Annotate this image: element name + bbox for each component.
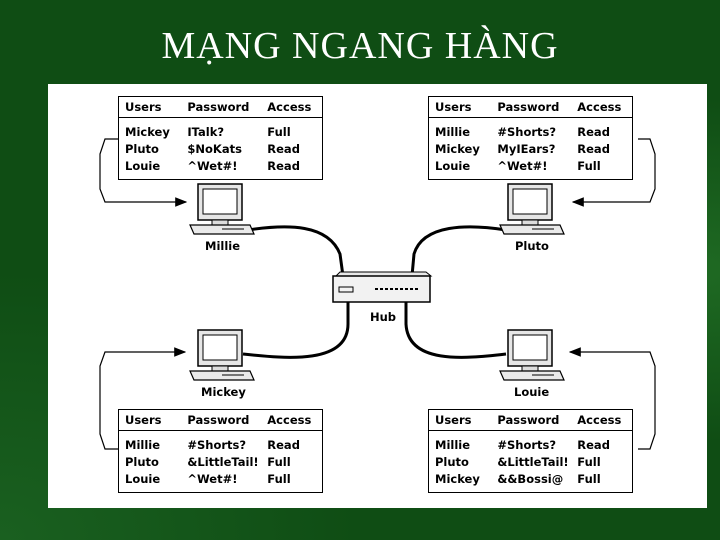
acl-cell-access: Full (577, 455, 601, 469)
acl-cell-user: Louie (435, 159, 471, 173)
acl-cell-user: Millie (435, 125, 471, 139)
acl-cell-password: &LittleTail! (187, 455, 259, 469)
acl-cell-access: Full (267, 455, 291, 469)
acl-header-access: Access (267, 100, 312, 114)
acl-cell-password: $NoKats (187, 142, 242, 156)
acl-cell-user: Mickey (435, 472, 480, 486)
acl-header-users: Users (125, 413, 162, 427)
acl-cell-password: &LittleTail! (497, 455, 569, 469)
acl-header-users: Users (435, 100, 472, 114)
computer-label-mickey: Mickey (201, 385, 246, 399)
acl-cell-password: #Shorts? (497, 125, 557, 139)
computer-label-louie: Louie (514, 385, 550, 399)
acl-cell-access: Read (267, 142, 300, 156)
acl-table-louie: Users Password Access Millie Pluto Micke… (428, 409, 633, 493)
acl-table-millie: Users Password Access Mickey Pluto Louie… (118, 96, 323, 180)
acl-cell-password: ^Wet#! (187, 159, 238, 173)
acl-cell-access: Read (577, 438, 610, 452)
cable-louie-hub (404, 302, 507, 359)
acl-header-row: Users Password Access (119, 97, 322, 118)
computer-label-pluto: Pluto (515, 239, 549, 253)
acl-header-password: Password (497, 100, 560, 114)
acl-cell-password: #Shorts? (187, 438, 247, 452)
acl-header-password: Password (497, 413, 560, 427)
acl-cell-user: Pluto (435, 455, 469, 469)
arrow-top-left (99, 138, 188, 207)
acl-cell-access: Full (577, 159, 601, 173)
acl-header-password: Password (187, 413, 250, 427)
acl-header-row: Users Password Access (429, 97, 632, 118)
arrow-top-right (571, 138, 656, 207)
acl-table-mickey: Users Password Access Millie Pluto Louie… (118, 409, 323, 493)
acl-cell-user: Mickey (125, 125, 170, 139)
acl-cell-password: ITalk? (187, 125, 225, 139)
arrow-bottom-right (568, 347, 656, 450)
computer-millie (189, 183, 255, 235)
acl-cell-user: Pluto (125, 142, 159, 156)
acl-cell-access: Read (267, 159, 300, 173)
acl-body: Millie Pluto Louie #Shorts? &LittleTail!… (119, 431, 322, 492)
network-lines (99, 138, 656, 450)
acl-cell-password: ^Wet#! (497, 159, 548, 173)
acl-cell-password: ^Wet#! (187, 472, 238, 486)
acl-cell-access: Full (267, 472, 291, 486)
acl-header-users: Users (125, 100, 162, 114)
hub-label: Hub (370, 310, 397, 324)
acl-cell-user: Louie (125, 472, 161, 486)
acl-cell-user: Millie (435, 438, 471, 452)
acl-cell-access: Read (577, 125, 610, 139)
acl-header-password: Password (187, 100, 250, 114)
acl-body: Millie Mickey Louie #Shorts? MyIEars? ^W… (429, 118, 632, 179)
acl-cell-user: Louie (125, 159, 161, 173)
hub-device (332, 271, 433, 303)
arrow-bottom-left (99, 347, 187, 450)
acl-cell-user: Pluto (125, 455, 159, 469)
acl-header-row: Users Password Access (119, 410, 322, 431)
acl-header-access: Access (577, 413, 622, 427)
acl-cell-user: Millie (125, 438, 161, 452)
acl-cell-access: Full (577, 472, 601, 486)
diagram-panel: Millie Pluto Mickey Louie Hub Users Pass… (48, 84, 707, 508)
acl-body: Mickey Pluto Louie ITalk? $NoKats ^Wet#!… (119, 118, 322, 179)
acl-body: Millie Pluto Mickey #Shorts? &LittleTail… (429, 431, 632, 492)
slide-title: MẠNG NGANG HÀNG (161, 25, 559, 67)
computer-louie (499, 329, 565, 381)
acl-cell-password: &&Bossi@ (497, 472, 564, 486)
computer-label-millie: Millie (205, 239, 241, 253)
computer-mickey (189, 329, 255, 381)
cable-pluto-hub (410, 225, 507, 277)
cable-mickey-hub (242, 302, 350, 359)
acl-cell-access: Read (577, 142, 610, 156)
acl-table-pluto: Users Password Access Millie Mickey Loui… (428, 96, 633, 180)
acl-header-access: Access (267, 413, 312, 427)
acl-header-row: Users Password Access (429, 410, 632, 431)
acl-cell-user: Mickey (435, 142, 480, 156)
computer-pluto (499, 183, 565, 235)
acl-header-users: Users (435, 413, 472, 427)
acl-cell-access: Full (267, 125, 291, 139)
acl-cell-access: Read (267, 438, 300, 452)
cable-millie-hub (247, 225, 345, 277)
acl-cell-password: MyIEars? (497, 142, 556, 156)
acl-cell-password: #Shorts? (497, 438, 557, 452)
acl-header-access: Access (577, 100, 622, 114)
